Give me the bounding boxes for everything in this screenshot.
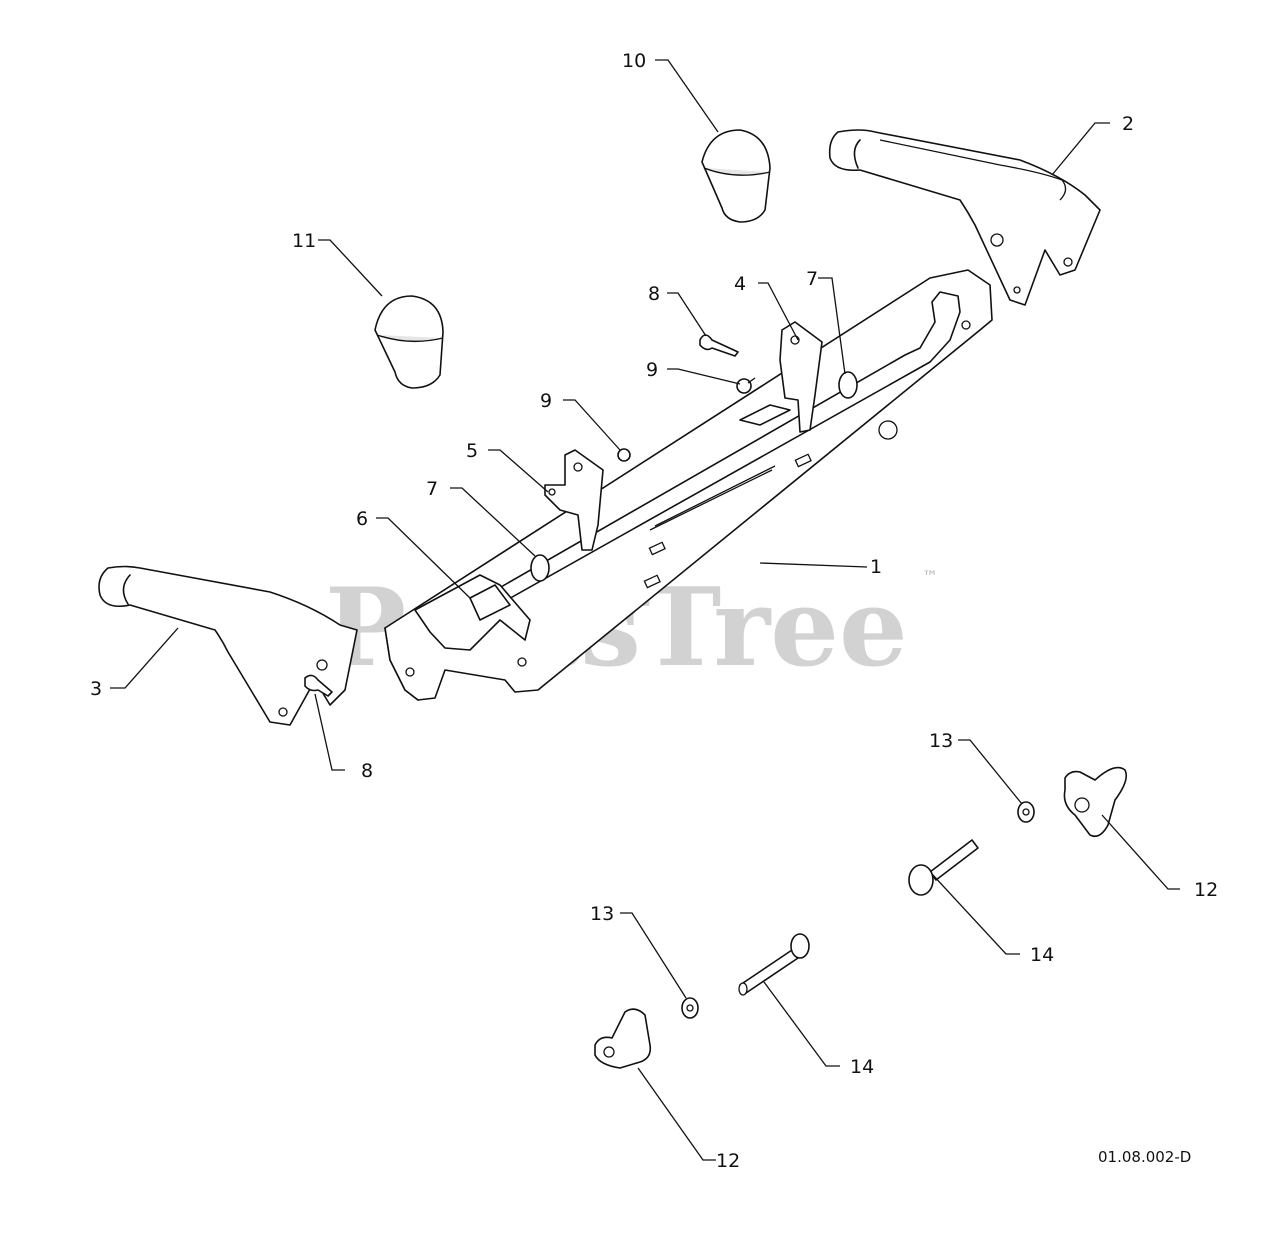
callout-10: 10 — [622, 50, 646, 72]
callout-11: 11 — [292, 230, 316, 252]
part-2-handle-right[interactable] — [828, 129, 1101, 306]
part-14-bolt-upper[interactable] — [908, 839, 979, 896]
callout-7-lower: 7 — [426, 478, 438, 500]
part-6-bracket[interactable] — [414, 574, 531, 651]
part-9-nut-upper[interactable] — [736, 377, 756, 394]
callout-9-lower: 9 — [540, 390, 552, 412]
callout-13-upper: 13 — [929, 730, 953, 752]
part-13-nut-upper[interactable] — [1017, 801, 1035, 823]
part-12-knob-lower[interactable] — [594, 1008, 652, 1069]
leader-lines — [110, 59, 1180, 1161]
drawing-code: 01.08.002-D — [1098, 1148, 1191, 1166]
callout-4: 4 — [734, 273, 746, 295]
callout-5: 5 — [466, 440, 478, 462]
callout-12-upper: 12 — [1194, 879, 1218, 901]
callout-labels: 1 2 3 4 5 6 7 7 8 8 9 9 10 11 12 12 13 1… — [90, 50, 1218, 1172]
callout-14-upper: 14 — [1030, 944, 1054, 966]
part-4-bracket[interactable] — [739, 321, 823, 433]
callout-7-upper: 7 — [806, 268, 818, 290]
part-8-clip-upper[interactable] — [699, 334, 739, 357]
watermark-trademark: ™ — [922, 567, 938, 586]
callout-8-upper: 8 — [648, 283, 660, 305]
part-10-knob[interactable] — [701, 129, 771, 223]
part-7-spacer-lower[interactable] — [530, 554, 550, 582]
callout-2: 2 — [1122, 113, 1134, 135]
part-13-nut-lower[interactable] — [681, 997, 699, 1019]
part-8-clip-lower[interactable] — [304, 674, 333, 697]
callout-8-lower: 8 — [361, 760, 373, 782]
callout-13-lower: 13 — [590, 903, 614, 925]
part-3-handle-left[interactable] — [98, 565, 358, 726]
callout-12-lower: 12 — [716, 1150, 740, 1172]
callout-3: 3 — [90, 678, 102, 700]
callout-1: 1 — [870, 556, 882, 578]
callout-14-lower: 14 — [850, 1056, 874, 1078]
part-7-spacer-upper[interactable] — [838, 371, 858, 399]
callout-9-upper: 9 — [646, 359, 658, 381]
part-5-bracket[interactable] — [544, 449, 604, 551]
callout-6: 6 — [356, 508, 368, 530]
part-12-knob-upper[interactable] — [1063, 766, 1128, 838]
part-14-bolt-lower[interactable] — [738, 933, 810, 996]
part-9-nut-lower[interactable] — [617, 448, 631, 462]
part-11-knob[interactable] — [374, 295, 444, 389]
